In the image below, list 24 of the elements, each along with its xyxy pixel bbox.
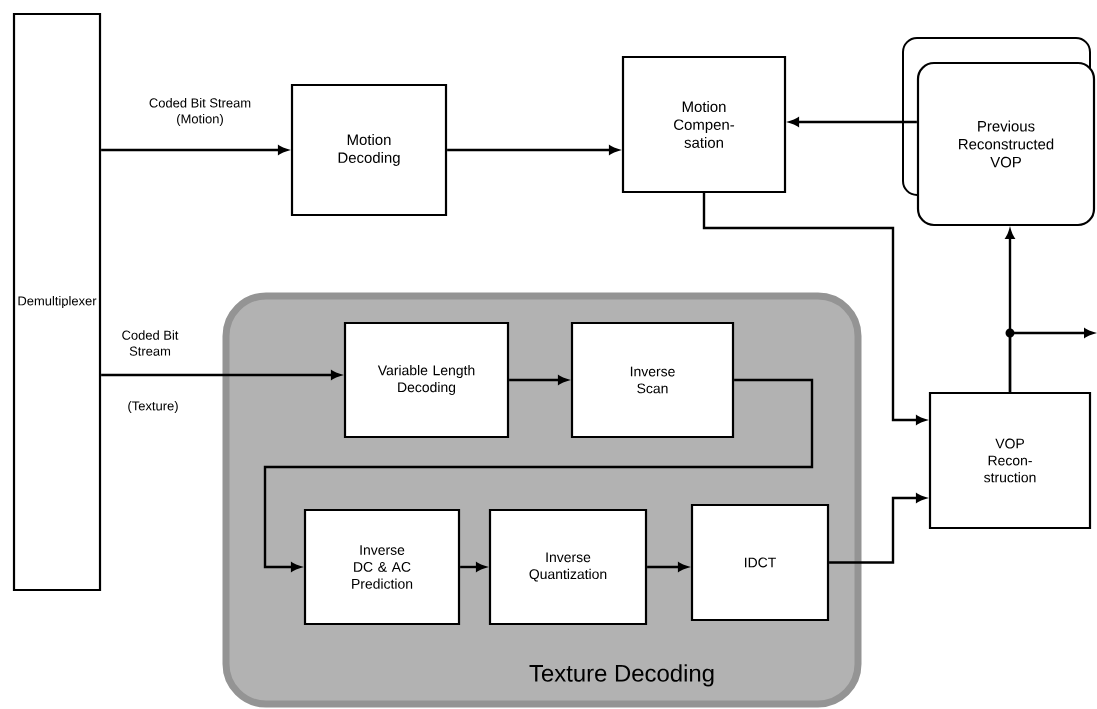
memory-box: Previous Reconstructed VOP — [902, 37, 1096, 227]
arrow — [447, 145, 619, 155]
process-box: Motion Decoding — [290, 83, 448, 217]
arrow — [702, 193, 926, 425]
arrow — [263, 378, 814, 572]
arrow — [101, 145, 288, 155]
demultiplexer-box: Demultiplexer — [12, 12, 102, 592]
arrow — [1008, 328, 1094, 392]
stream-label: (Texture) — [128, 400, 178, 414]
process-box: IDCT — [690, 503, 830, 622]
process-box: Inverse Scan — [570, 321, 735, 439]
arrow — [509, 375, 568, 385]
arrow — [829, 493, 926, 564]
arrow — [460, 562, 486, 572]
process-box: Inverse DC & AC Prediction — [303, 508, 461, 626]
edge-label: Coded Bit Stream — [122, 330, 179, 356]
arrow — [647, 562, 688, 572]
arrow — [789, 117, 917, 127]
arrow — [101, 370, 341, 380]
process-box: Variable Length Decoding — [343, 321, 510, 439]
process-box: Motion Compen- sation — [621, 55, 787, 194]
process-box: Inverse Quantization — [488, 508, 648, 626]
edge-label: Coded Bit Stream (Motion) — [149, 98, 251, 126]
process-box: VOP Recon- struction — [928, 391, 1092, 530]
